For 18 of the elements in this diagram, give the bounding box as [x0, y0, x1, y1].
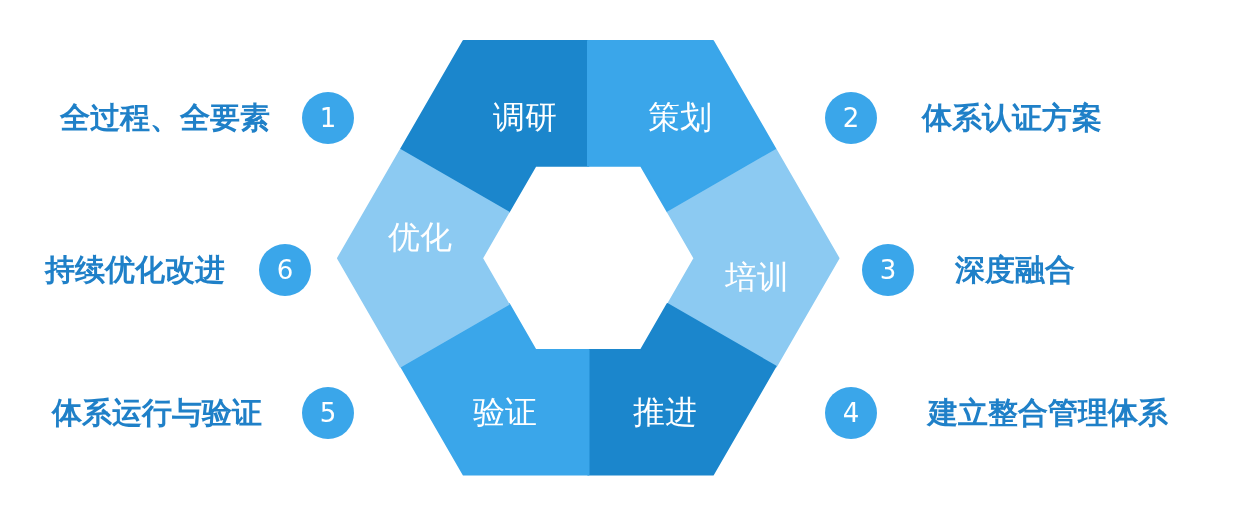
step-label: 调研	[493, 97, 557, 138]
step-label: 培训	[725, 257, 789, 298]
step-label: 验证	[473, 392, 537, 433]
step-description: 深度融合	[955, 250, 1075, 289]
number-circle: 2	[825, 92, 877, 144]
step-description: 建立整合管理体系	[928, 393, 1168, 432]
step-label: 策划	[648, 97, 712, 138]
number-circle: 6	[259, 244, 311, 296]
number-circle: 5	[302, 387, 354, 439]
number-circle: 1	[302, 92, 354, 144]
step-description: 持续优化改进	[45, 250, 225, 289]
number-circle: 3	[862, 244, 914, 296]
step-label: 优化	[388, 217, 452, 258]
step-label: 推进	[633, 392, 697, 433]
number-circle: 4	[825, 387, 877, 439]
step-description: 体系认证方案	[922, 98, 1102, 137]
step-description: 体系运行与验证	[52, 393, 262, 432]
step-description: 全过程、全要素	[60, 98, 270, 137]
